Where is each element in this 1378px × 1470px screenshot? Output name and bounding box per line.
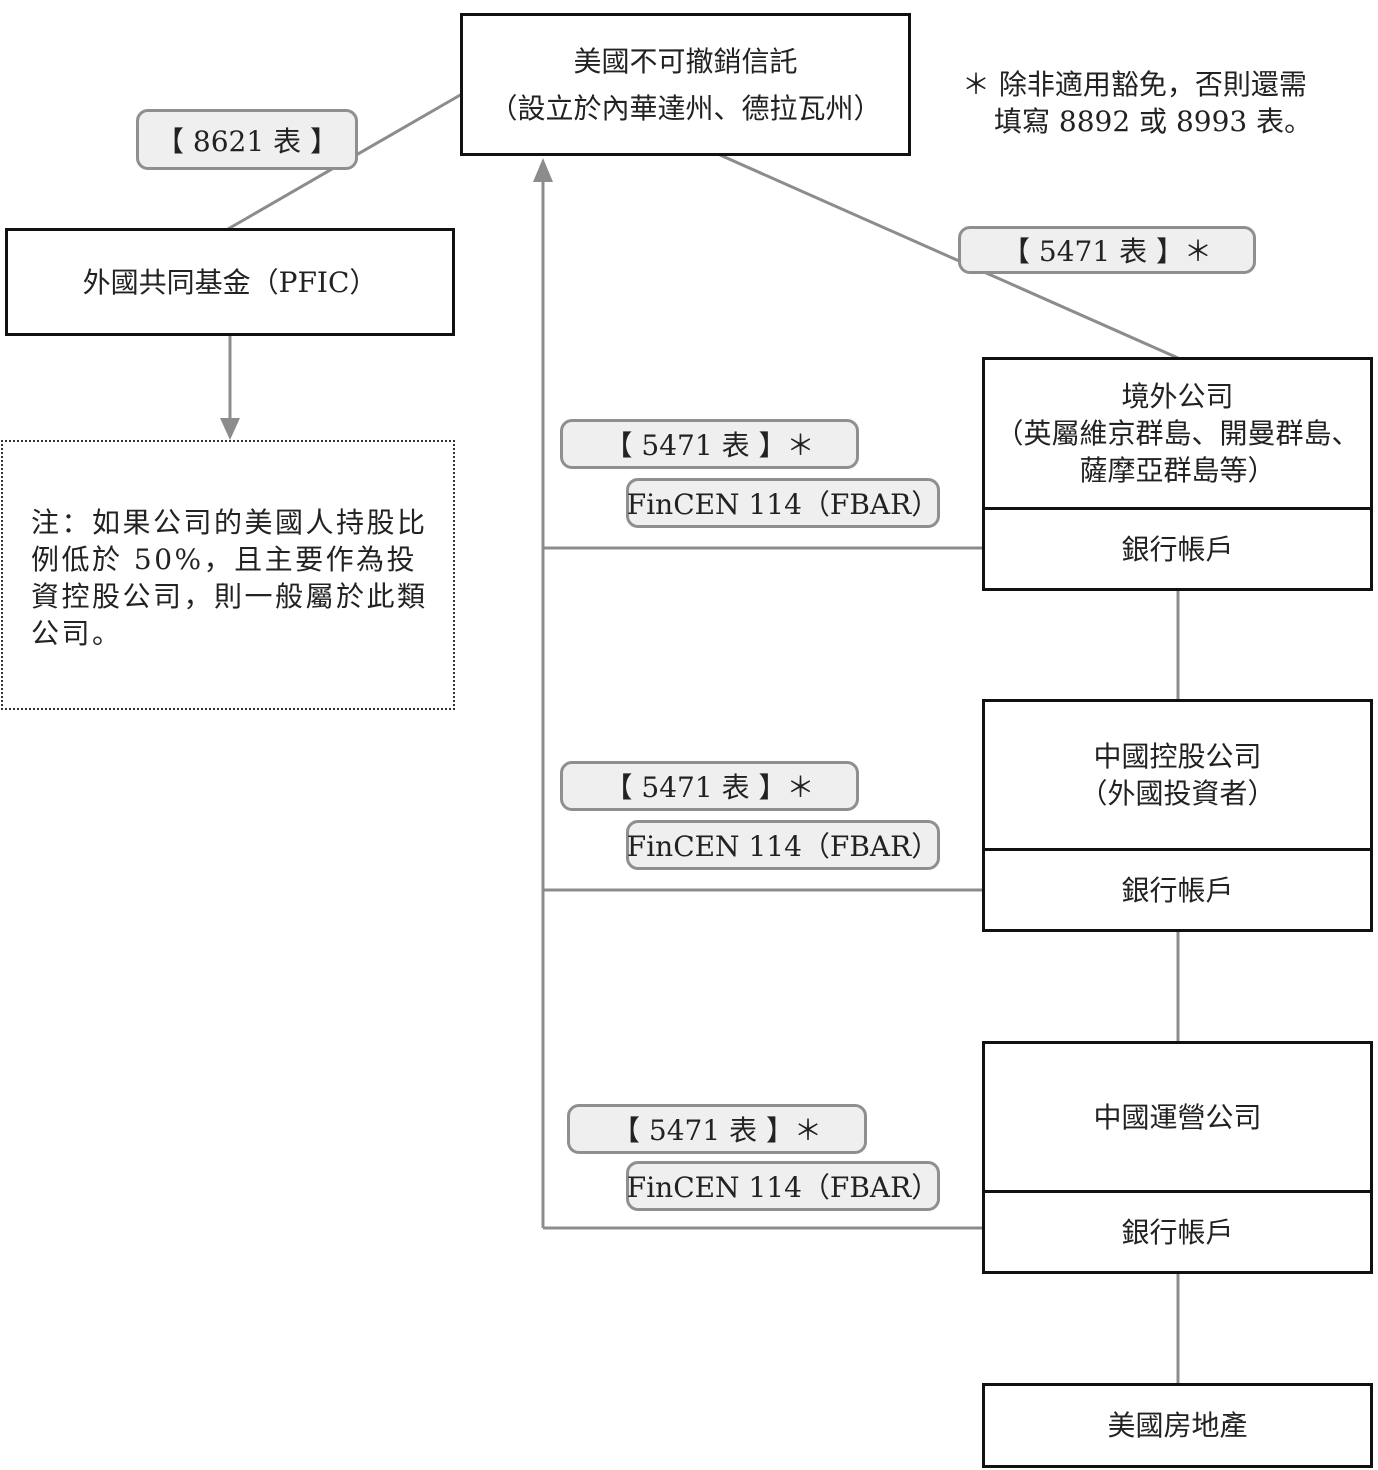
offshore-company-title: 境外公司 bbox=[1121, 380, 1234, 413]
holding-company-box: 中國控股公司 （外國投資者） 銀行帳戶 bbox=[982, 699, 1373, 932]
footnote-line2: 填寫 8892 或 8993 表。 bbox=[994, 105, 1313, 138]
offshore-bank-account: 銀行帳戶 bbox=[985, 510, 1370, 588]
fbar-badge-3: FinCEN 114（FBAR） bbox=[626, 1161, 940, 1211]
pfic-arrowhead bbox=[220, 418, 240, 440]
operating-bank-label: 銀行帳戶 bbox=[1121, 1215, 1234, 1249]
operating-bank-account: 銀行帳戶 bbox=[985, 1193, 1370, 1271]
fbar-label-2: FinCEN 114（FBAR） bbox=[626, 830, 940, 863]
trust-to-offshore-line bbox=[719, 153, 1179, 360]
form-5471-label-1: 【 5471 表 】＊ bbox=[604, 429, 815, 462]
form-8621-label: 【 8621 表 】 bbox=[156, 124, 338, 158]
fbar-badge-1: FinCEN 114（FBAR） bbox=[626, 478, 940, 528]
holding-company-title: 中國控股公司 bbox=[1093, 740, 1262, 773]
form-8621-badge: 【 8621 表 】 bbox=[136, 109, 358, 170]
form-5471-badge-2: 【 5471 表 】＊ bbox=[560, 761, 859, 811]
offshore-company-box: 境外公司 （英屬維京群島、開曼群島、 薩摩亞群島等） 銀行帳戶 bbox=[982, 357, 1373, 591]
form-5471-label-2: 【 5471 表 】＊ bbox=[604, 771, 815, 804]
holding-bank-label: 銀行帳戶 bbox=[1121, 873, 1234, 907]
fbar-badge-2: FinCEN 114（FBAR） bbox=[626, 820, 940, 870]
fbar-label-1: FinCEN 114（FBAR） bbox=[626, 488, 940, 521]
real-estate-box: 美國房地產 bbox=[982, 1383, 1373, 1468]
form-5471-badge-3: 【 5471 表 】＊ bbox=[567, 1104, 867, 1154]
operating-company-cell: 中國運營公司 bbox=[985, 1044, 1370, 1193]
trust-box: 美國不可撤銷信託 （設立於內華達州、德拉瓦州） bbox=[460, 13, 911, 156]
footnote: ＊ 除非適用豁免，否則還需 填寫 8892 或 8993 表。 bbox=[962, 66, 1312, 140]
offshore-bank-label: 銀行帳戶 bbox=[1121, 532, 1234, 566]
trust-title: 美國不可撤銷信託 bbox=[573, 44, 798, 78]
holding-bank-account: 銀行帳戶 bbox=[985, 851, 1370, 929]
offshore-company-subtitle1: （英屬維京群島、開曼群島、 bbox=[995, 417, 1360, 450]
fbar-label-3: FinCEN 114（FBAR） bbox=[626, 1171, 940, 1204]
holding-company-subtitle: （外國投資者） bbox=[1079, 777, 1276, 810]
form-5471-badge-top: 【 5471 表 】＊ bbox=[958, 226, 1256, 274]
pfic-label: 外國共同基金（PFIC） bbox=[82, 265, 378, 299]
pfic-note: 注：如果公司的美國人持股比例低於 50%，且主要作為投資控股公司，則一般屬於此類… bbox=[1, 440, 455, 710]
form-5471-label-3: 【 5471 表 】＊ bbox=[612, 1114, 822, 1147]
trust-subtitle: （設立於內華達州、德拉瓦州） bbox=[489, 91, 882, 125]
pfic-note-text: 注：如果公司的美國人持股比例低於 50%，且主要作為投資控股公司，則一般屬於此類… bbox=[31, 506, 428, 650]
footnote-line1: ＊ 除非適用豁免，否則還需 bbox=[962, 68, 1307, 101]
operating-company-title: 中國運營公司 bbox=[1093, 1100, 1262, 1134]
holding-company-cell: 中國控股公司 （外國投資者） bbox=[985, 702, 1370, 851]
offshore-company-cell: 境外公司 （英屬維京群島、開曼群島、 薩摩亞群島等） bbox=[985, 360, 1370, 510]
pfic-box: 外國共同基金（PFIC） bbox=[5, 228, 455, 336]
trust-arrowhead bbox=[533, 158, 553, 182]
form-5471-label-top: 【 5471 表 】＊ bbox=[1002, 235, 1212, 268]
form-5471-badge-1: 【 5471 表 】＊ bbox=[560, 419, 859, 469]
operating-company-box: 中國運營公司 銀行帳戶 bbox=[982, 1041, 1373, 1274]
offshore-company-subtitle2: 薩摩亞群島等） bbox=[1079, 454, 1276, 487]
real-estate-label: 美國房地產 bbox=[1107, 1409, 1248, 1442]
